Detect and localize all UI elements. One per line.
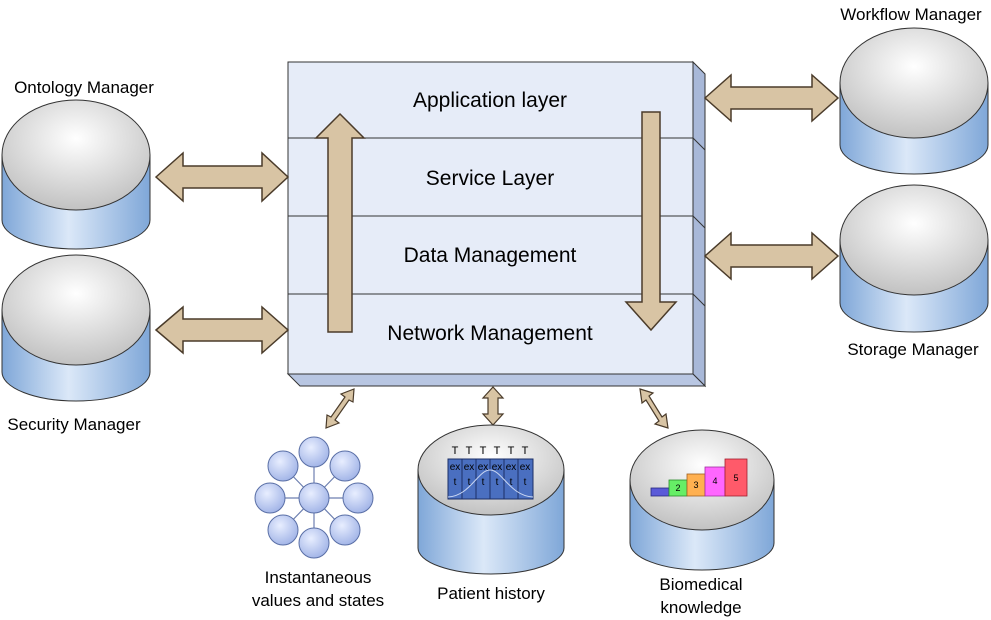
network-node-double-arrow	[325, 388, 355, 429]
bar-steps-icon: 2 3 4 5	[650, 458, 748, 497]
patient-col-header: T	[480, 445, 487, 457]
instantaneous-label-line2: values and states	[252, 591, 384, 610]
patient-cell: ex	[478, 462, 489, 473]
patient-cell: t	[454, 477, 457, 488]
patient-cell: ex	[464, 462, 475, 473]
security-manager-label: Security Manager	[7, 415, 141, 434]
layer-stack: Application layer Service Layer Data Man…	[286, 60, 707, 388]
patient-col-header: T	[452, 445, 459, 457]
patient-cell: t	[524, 477, 527, 488]
patient-history-database-icon: T T T T T T ex ex ex ex ex ex t t t t t …	[417, 424, 565, 575]
stack-side-face	[692, 60, 706, 388]
biomedical-knowledge-label-line2: knowledge	[660, 598, 741, 617]
patient-col-header: T	[508, 445, 515, 457]
layer-data-label: Data Management	[404, 244, 577, 267]
stack-bottom-face	[286, 373, 707, 387]
step-label: 4	[712, 476, 717, 486]
patient-cell: t	[510, 477, 513, 488]
step-label: 2	[675, 483, 680, 493]
patient-col-header: T	[522, 445, 529, 457]
security-manager-database-icon	[1, 254, 151, 402]
storage-double-arrow	[703, 231, 840, 281]
layer-application-label: Application layer	[413, 89, 567, 112]
patient-col-header: T	[466, 445, 473, 457]
storage-manager-label: Storage Manager	[847, 340, 979, 359]
patient-cell: ex	[450, 462, 461, 473]
patient-cell: ex	[492, 462, 503, 473]
down-arrow	[624, 111, 678, 332]
biomedical-knowledge-label-line1: Biomedical	[659, 575, 742, 594]
ontology-manager-database-icon	[1, 99, 151, 250]
layer-service-label: Service Layer	[426, 167, 554, 190]
biomedical-double-arrow	[639, 388, 669, 429]
patient-cell: ex	[506, 462, 517, 473]
workflow-manager-label: Workflow Manager	[840, 5, 982, 24]
instantaneous-label-line1: Instantaneous	[265, 568, 372, 587]
biomedical-knowledge-database-icon: 2 3 4 5	[629, 429, 775, 571]
workflow-manager-database-icon	[839, 27, 989, 175]
stack-front	[287, 61, 694, 375]
step-label: 5	[733, 473, 738, 483]
patient-cell: t	[468, 477, 471, 488]
patient-cell: ex	[520, 462, 531, 473]
ontology-double-arrow	[154, 151, 290, 203]
up-arrow	[314, 112, 366, 333]
patient-history-label: Patient history	[437, 584, 545, 603]
ontology-manager-label: Ontology Manager	[14, 78, 154, 97]
patient-cell: t	[496, 477, 499, 488]
step-label: 3	[693, 480, 698, 490]
network-graph-icon	[254, 436, 374, 559]
storage-manager-database-icon	[839, 184, 989, 333]
patient-cell: t	[482, 477, 485, 488]
workflow-double-arrow	[703, 73, 840, 123]
patient-history-table: T T T T T T ex ex ex ex ex ex t t t t t …	[447, 445, 534, 500]
security-double-arrow	[154, 305, 290, 355]
patient-col-header: T	[494, 445, 501, 457]
patient-double-arrow	[481, 386, 505, 426]
layer-network-label: Network Management	[387, 322, 593, 345]
